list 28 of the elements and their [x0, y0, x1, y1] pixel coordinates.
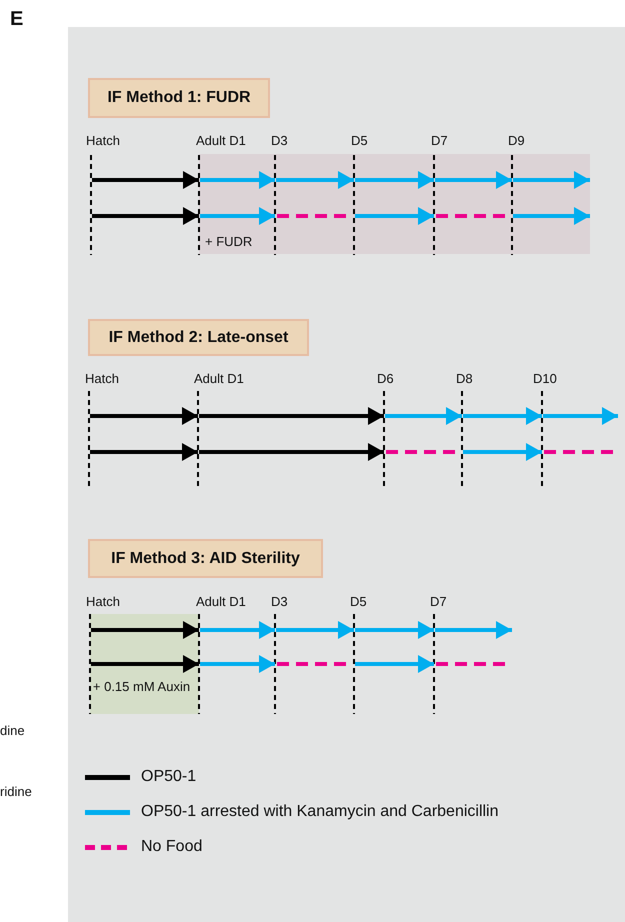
cut-off-text: dine — [0, 723, 25, 738]
time-point-label: Hatch — [86, 594, 120, 609]
legend-label: OP50-1 — [141, 768, 196, 786]
method-header: IF Method 1: FUDR — [88, 78, 270, 118]
time-point-label: D9 — [508, 133, 525, 148]
time-point-label: D3 — [271, 594, 288, 609]
method-header: IF Method 2: Late-onset — [88, 319, 309, 356]
time-point-label: D7 — [430, 594, 447, 609]
time-point-label: Hatch — [85, 371, 119, 386]
time-point-label: D8 — [456, 371, 473, 386]
panel-letter: E — [10, 8, 24, 30]
legend-label: OP50-1 arrested with Kanamycin and Carbenicillin — [141, 803, 499, 821]
method-header: IF Method 3: AID Sterility — [88, 539, 323, 578]
time-point-label: Hatch — [86, 133, 120, 148]
time-point-label: Adult D1 — [196, 594, 246, 609]
treatment-label: + FUDR — [205, 233, 254, 250]
time-point-label: D5 — [351, 133, 368, 148]
time-point-label: D3 — [271, 133, 288, 148]
treatment-region — [199, 154, 590, 254]
legend-label: No Food — [141, 838, 202, 856]
time-point-label: D5 — [350, 594, 367, 609]
treatment-label: + 0.15 mM Auxin — [92, 678, 192, 695]
time-point-label: Adult D1 — [196, 133, 246, 148]
time-point-label: D10 — [533, 371, 557, 386]
time-point-label: D7 — [431, 133, 448, 148]
cut-off-text: ridine — [0, 784, 32, 799]
time-point-label: Adult D1 — [194, 371, 244, 386]
time-point-label: D6 — [377, 371, 394, 386]
